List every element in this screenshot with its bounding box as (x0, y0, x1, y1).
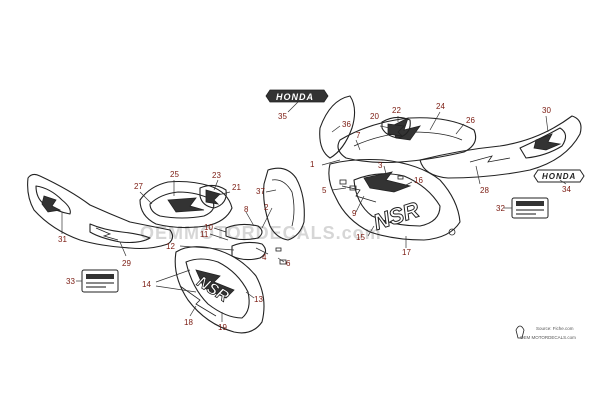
callout-6: 6 (286, 259, 291, 268)
source-credit: Source: Fiche.com OEM MOTORDECALS.com (515, 325, 576, 340)
callout-2: 2 (264, 203, 269, 212)
callout-30: 30 (542, 106, 551, 115)
callout-3: 3 (378, 161, 383, 170)
honda-badge-34: HONDA (533, 169, 585, 183)
callout-5: 5 (322, 186, 327, 195)
callout-20: 20 (370, 112, 379, 121)
callout-15: 15 (356, 233, 365, 242)
callout-35: 35 (278, 112, 287, 121)
leader-lines (61, 101, 567, 322)
callout-4: 4 (262, 253, 267, 262)
credit-site: OEM MOTORDECALS.com (520, 335, 576, 340)
front-nose-fairing-decal (225, 167, 305, 261)
callout-8: 8 (244, 205, 249, 214)
callout-19: 19 (218, 323, 227, 332)
callout-26: 26 (466, 116, 475, 125)
right-side-fairing-decal: NSR (328, 158, 461, 241)
callout-14: 14 (142, 280, 151, 289)
callout-12: 12 (166, 242, 175, 251)
callout-11: 11 (200, 230, 209, 239)
callout-32: 32 (496, 204, 505, 213)
honda-badge-35-text: HONDA (276, 92, 314, 102)
right-tail-cowl-decal (419, 115, 582, 179)
callout-21: 21 (232, 183, 241, 192)
callout-numbers: 1 2 3 4 5 6 7 8 9 10 11 12 13 14 15 16 1… (58, 102, 571, 332)
callout-1: 1 (310, 160, 315, 169)
callout-34: 34 (562, 185, 571, 194)
callout-28: 28 (480, 186, 489, 195)
credit-source: Source: Fiche.com (536, 326, 574, 331)
spec-plate-33 (81, 269, 119, 293)
nsr-logo-right: NSR (370, 197, 422, 235)
callout-27: 27 (134, 182, 143, 191)
callout-36: 36 (342, 120, 351, 129)
upper-fairing-left-decal (139, 180, 233, 229)
honda-badge-35: HONDA (265, 89, 329, 103)
small-decals-center (275, 175, 456, 265)
callout-25: 25 (170, 170, 179, 179)
callout-33: 33 (66, 277, 75, 286)
callout-16: 16 (414, 176, 423, 185)
honda-wing-badge-right (381, 116, 411, 139)
callout-18: 18 (184, 318, 193, 327)
callout-23: 23 (212, 171, 221, 180)
honda-wing-badge-left (199, 184, 227, 209)
callout-13: 13 (254, 295, 263, 304)
callout-22: 22 (392, 106, 401, 115)
honda-badge-34-text: HONDA (542, 172, 576, 181)
watermark-text: OEMMOTORDECALS.com (140, 223, 382, 243)
callout-9: 9 (352, 209, 357, 218)
callout-7: 7 (356, 131, 361, 140)
spec-plate-32 (511, 197, 549, 219)
callout-29: 29 (122, 259, 131, 268)
callout-37: 37 (256, 187, 265, 196)
callout-24: 24 (436, 102, 445, 111)
callout-31: 31 (58, 235, 67, 244)
left-side-cowl-decal (27, 173, 174, 250)
callout-17: 17 (402, 248, 411, 257)
callout-10: 10 (204, 223, 213, 232)
